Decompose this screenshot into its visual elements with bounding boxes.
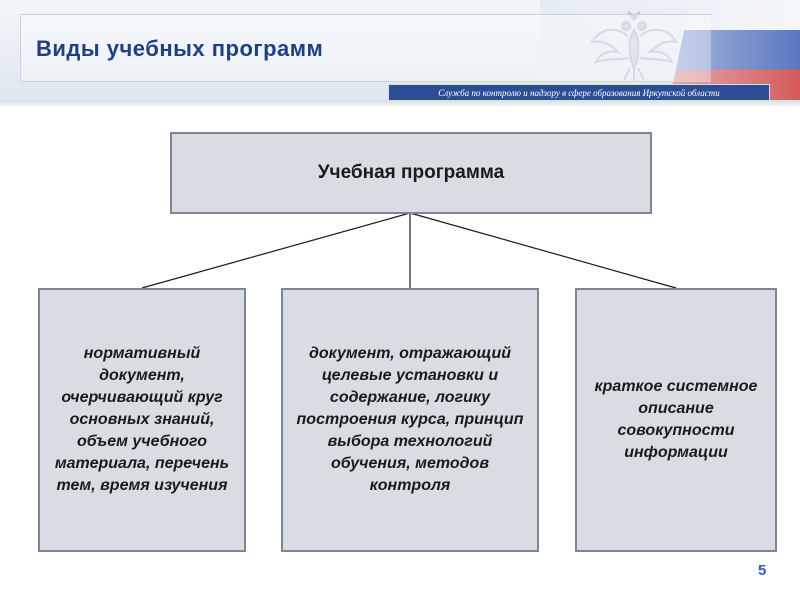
root-node-box: Учебная программа [170, 132, 652, 214]
eagle-emblem-icon [590, 11, 678, 82]
child-node-box-1: нормативный документ, очерчивающий круг … [38, 288, 246, 552]
slide-title: Виды учебных программ [36, 36, 324, 61]
connector-line-right [409, 212, 677, 289]
child-node-label-2: документ, отражающий целевые установки и… [296, 345, 524, 494]
header-divider [0, 100, 800, 106]
page-number: 5 [758, 562, 767, 579]
organization-bar: Служба по контролю и надзору в сфере обр… [388, 84, 770, 100]
connector-line-left [141, 212, 411, 289]
child-node-box-3: краткое системное описание совокупности … [575, 288, 777, 552]
child-node-box-2: документ, отражающий целевые установки и… [281, 288, 539, 552]
child-node-label-1: нормативный документ, очерчивающий круг … [54, 345, 230, 494]
header-frame [20, 14, 711, 82]
root-node-label: Учебная программа [317, 162, 505, 183]
child-node-label-3: краткое системное описание совокупности … [594, 378, 758, 461]
slide-header: Виды учебных программ Служба по контролю… [0, 0, 800, 100]
